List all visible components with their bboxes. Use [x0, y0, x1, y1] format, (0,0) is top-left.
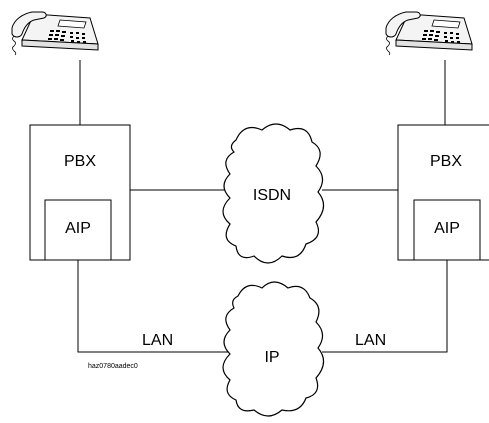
ip-label: IP	[264, 349, 279, 366]
lan-left-label: LAN	[142, 332, 173, 349]
left-aip-label: AIP	[65, 220, 91, 237]
right-aip-label: AIP	[434, 220, 460, 237]
right-aip-box	[413, 199, 481, 261]
left-aip-box	[44, 199, 112, 261]
right-desk-phone-icon	[385, 11, 473, 56]
isdn-label: ISDN	[253, 187, 291, 204]
left-lan-link	[77, 260, 228, 353]
right-pbx-label: PBX	[430, 153, 462, 170]
left-pbx-label: PBX	[64, 153, 96, 170]
figure-id: haz0780aadec0	[88, 363, 138, 370]
ip-cloud	[222, 281, 325, 417]
isdn-cloud	[222, 123, 325, 264]
lan-right-label: LAN	[355, 332, 386, 349]
left-desk-phone-icon	[11, 11, 99, 56]
right-lan-link	[322, 260, 448, 353]
